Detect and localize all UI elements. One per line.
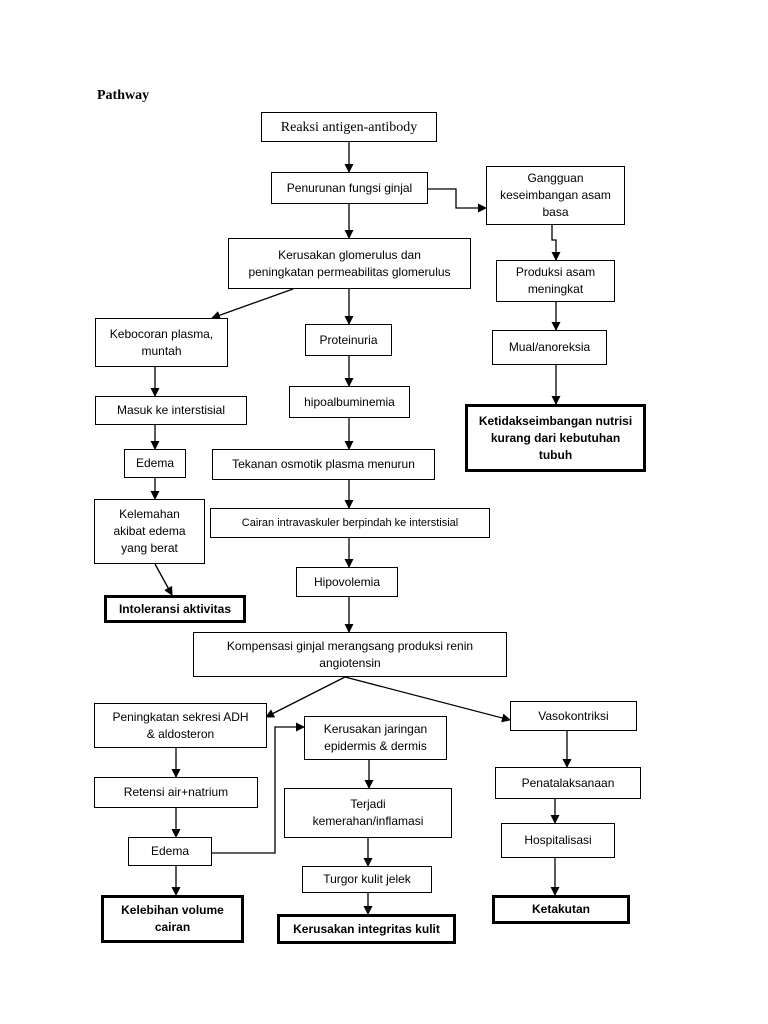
node-label-line: basa bbox=[542, 205, 569, 219]
node-kebocoran-plasma: Kebocoran plasma, muntah bbox=[95, 318, 228, 367]
arrow-kelemahan-to-intoleransi bbox=[154, 563, 173, 596]
node-label-line: cairan bbox=[154, 920, 191, 934]
node-label-line: Ketidakseimbangan nutrisi bbox=[478, 413, 633, 428]
node-edema-upper: Edema bbox=[124, 449, 186, 478]
node-label: Masuk ke interstisial bbox=[116, 403, 226, 417]
node-label-line: meningkat bbox=[527, 282, 584, 296]
node-label: Edema bbox=[135, 456, 175, 470]
node-kemerahan-inflamasi: Terjadi kemerahan/inflamasi bbox=[284, 788, 452, 838]
node-label: Proteinuria bbox=[319, 332, 378, 347]
node-masuk-ke-interstisial: Masuk ke interstisial bbox=[95, 396, 247, 425]
node-label: Turgor kulit jelek bbox=[323, 872, 411, 886]
arrow-gangguan-to-produksi-asam bbox=[551, 225, 561, 261]
node-proteinuria: Proteinuria bbox=[305, 324, 392, 356]
node-kelemahan-akibat-edema: Kelemahan akibat edema yang berat bbox=[94, 499, 205, 564]
node-hipoalbuminemia: hipoalbuminemia bbox=[289, 386, 410, 418]
node-label: Mual/anoreksia bbox=[508, 340, 591, 354]
node-vasokontriksi: Vasokontriksi bbox=[510, 701, 637, 731]
node-mual-anoreksia: Mual/anoreksia bbox=[492, 330, 607, 365]
node-label-line: Produksi asam bbox=[515, 265, 596, 279]
node-cairan-intravaskuler-berpindah: Cairan intravaskuler berpindah ke inters… bbox=[210, 508, 490, 538]
node-label: Hipovolemia bbox=[313, 574, 381, 589]
node-kerusakan-glomerulus: Kerusakan glomerulus dan peningkatan per… bbox=[228, 238, 471, 289]
arrow-glomerulus-to-kebocoran bbox=[211, 288, 294, 320]
node-label-line: Kelemahan bbox=[119, 507, 180, 521]
node-label: Tekanan osmotik plasma menurun bbox=[232, 457, 415, 471]
node-label: Kerusakan integritas kulit bbox=[293, 921, 440, 936]
node-label-line: yang berat bbox=[121, 541, 178, 555]
node-label-line: peningkatan permeabilitas glomerulus bbox=[248, 264, 451, 279]
node-label-line: Kerusakan jaringan bbox=[323, 722, 428, 736]
node-label-line: angiotensin bbox=[319, 655, 381, 670]
node-label: Edema bbox=[150, 844, 190, 858]
arrow-kompensasi-to-sekresi-adh bbox=[265, 676, 346, 718]
node-reaksi-antigen-antibody: Reaksi antigen-antibody bbox=[261, 112, 437, 142]
arrow-penurunan-to-gangguan bbox=[428, 188, 487, 213]
node-tekanan-osmotik-plasma-menurun: Tekanan osmotik plasma menurun bbox=[212, 449, 435, 480]
node-label-line: akibat edema bbox=[113, 524, 186, 538]
node-label-line: Kebocoran plasma, bbox=[109, 326, 214, 341]
node-label: Reaksi antigen-antibody bbox=[280, 119, 418, 135]
node-label-line: Peningkatan sekresi ADH bbox=[112, 709, 249, 724]
node-label: Hospitalisasi bbox=[524, 833, 592, 847]
diagnosis-kelebihan-volume-cairan: Kelebihan volume cairan bbox=[101, 895, 244, 943]
node-label: Penatalaksanaan bbox=[521, 775, 615, 790]
node-label-line: Terjadi bbox=[350, 797, 386, 811]
node-label-line: epidermis & dermis bbox=[324, 739, 427, 753]
node-label-line: Kompensasi ginjal merangsang produksi re… bbox=[226, 638, 474, 653]
node-peningkatan-sekresi-adh: Peningkatan sekresi ADH & aldosteron bbox=[94, 703, 267, 748]
node-label: Cairan intravaskuler berpindah ke inters… bbox=[241, 516, 459, 529]
node-label: hipoalbuminemia bbox=[304, 394, 395, 409]
node-label: Penurunan fungsi ginjal bbox=[286, 180, 413, 195]
node-label-line: Kelebihan volume bbox=[121, 903, 224, 917]
node-penurunan-fungsi-ginjal: Penurunan fungsi ginjal bbox=[271, 172, 428, 204]
node-kompensasi-ginjal: Kompensasi ginjal merangsang produksi re… bbox=[193, 632, 507, 677]
node-produksi-asam-meningkat: Produksi asam meningkat bbox=[496, 260, 615, 302]
node-label-line: Kerusakan glomerulus dan bbox=[278, 247, 421, 262]
node-label-line: kurang dari kebutuhan bbox=[490, 430, 621, 445]
diagnosis-kerusakan-integritas-kulit: Kerusakan integritas kulit bbox=[277, 914, 456, 944]
page-title: Pathway bbox=[97, 88, 150, 103]
node-kerusakan-jaringan: Kerusakan jaringan epidermis & dermis bbox=[304, 716, 447, 760]
node-label-line: kemerahan/inflamasi bbox=[312, 814, 424, 828]
node-label-line: muntah bbox=[141, 343, 182, 358]
node-gangguan-keseimbangan-asam-basa: Gangguan keseimbangan asam basa bbox=[486, 166, 625, 225]
node-hipovolemia: Hipovolemia bbox=[296, 567, 398, 597]
node-edema-lower: Edema bbox=[128, 837, 212, 866]
diagnosis-ketakutan: Ketakutan bbox=[492, 895, 630, 924]
diagnosis-ketidakseimbangan-nutrisi: Ketidakseimbangan nutrisi kurang dari ke… bbox=[465, 404, 646, 472]
node-label-line: Gangguan bbox=[527, 171, 584, 185]
node-turgor-kulit-jelek: Turgor kulit jelek bbox=[302, 866, 432, 893]
node-hospitalisasi: Hospitalisasi bbox=[501, 823, 615, 858]
node-label: Retensi air+natrium bbox=[123, 785, 229, 799]
node-label: Ketakutan bbox=[531, 902, 590, 916]
node-penatalaksanaan: Penatalaksanaan bbox=[495, 767, 641, 799]
node-label-line: tubuh bbox=[538, 447, 573, 462]
node-retensi-air-natrium: Retensi air+natrium bbox=[94, 777, 258, 808]
diagnosis-intoleransi-aktivitas: Intoleransi aktivitas bbox=[104, 595, 246, 623]
node-label-line: & aldosteron bbox=[146, 726, 215, 741]
node-label-line: keseimbangan asam bbox=[500, 188, 611, 202]
node-label: Intoleransi aktivitas bbox=[118, 601, 232, 616]
arrow-kompensasi-to-vasokontriksi bbox=[344, 676, 511, 723]
node-label: Vasokontriksi bbox=[538, 708, 609, 723]
